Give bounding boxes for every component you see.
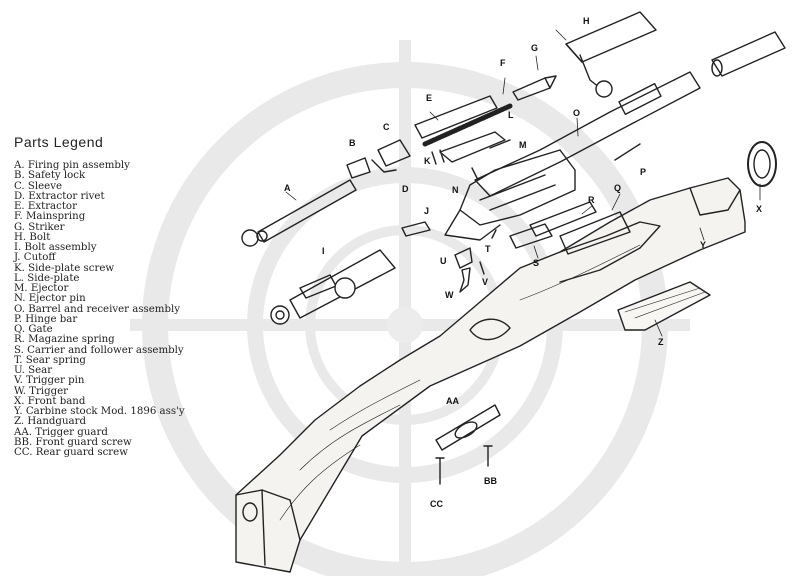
legend-item: B. Safety lock	[14, 170, 86, 182]
legend-item: K. Side-plate screw	[14, 262, 115, 274]
part-cutoff	[401, 221, 431, 237]
callout-j: J	[424, 206, 429, 216]
legend-item: M. Ejector	[14, 283, 69, 294]
legend-item: D. Extractor rivet	[14, 190, 105, 202]
callout-aa: AA	[446, 396, 459, 406]
legend-item: R. Magazine spring	[14, 334, 115, 346]
legend-item: AA. Trigger guard	[14, 426, 108, 438]
legend-item: H. Bolt	[14, 231, 51, 243]
callout-d: D	[402, 184, 409, 194]
part-front-band	[747, 141, 777, 187]
part-extractor	[414, 95, 498, 139]
part-barrel-end	[711, 31, 786, 77]
callout-y: Y	[700, 240, 706, 250]
part-trigger-pin	[479, 261, 485, 275]
part-front-guard-screw	[483, 445, 493, 467]
legend-item: J. Cutoff	[14, 252, 56, 264]
callout-b: B	[349, 138, 356, 148]
legend-item: U. Sear	[14, 365, 53, 376]
legend-item: W. Trigger	[14, 385, 69, 397]
callout-r: R	[588, 195, 595, 205]
callout-p: P	[640, 167, 646, 177]
legend-item: E. Extractor	[14, 201, 77, 212]
legend-item: Z. Handguard	[14, 416, 86, 428]
part-trigger-guard	[435, 404, 501, 451]
legend-title: Parts Legend	[14, 134, 104, 150]
part-barrel-receiver	[444, 71, 701, 241]
callout-cc: CC	[430, 499, 443, 509]
legend-item: S. Carrier and follower assembly	[14, 344, 184, 356]
part-sear	[454, 247, 473, 269]
part-magazine-spring	[529, 201, 597, 237]
part-rear-guard-screw	[435, 457, 445, 485]
callout-n: N	[452, 185, 459, 195]
part-carbine-stock	[235, 177, 746, 573]
part-bolt	[565, 11, 657, 98]
legend-item: F. Mainspring	[14, 211, 86, 223]
legend-item: G. Striker	[14, 221, 65, 233]
callout-m: M	[519, 140, 527, 150]
part-hinge-bar	[614, 143, 641, 161]
legend-item: X. Front band	[14, 395, 86, 407]
callout-z: Z	[658, 337, 664, 347]
part-safety-lock	[346, 157, 371, 179]
part-bolt-assembly	[270, 249, 396, 325]
callout-q: Q	[614, 183, 621, 193]
legend-item: BB. Front guard screw	[14, 436, 132, 448]
callout-h: H	[583, 16, 590, 26]
callout-bb: BB	[484, 476, 497, 486]
callout-x: X	[756, 204, 762, 214]
part-gate	[559, 211, 631, 255]
part-carrier	[509, 223, 553, 249]
part-firing-pin	[241, 179, 357, 247]
callout-a: A	[284, 183, 291, 193]
legend-item: P. Hinge bar	[14, 313, 78, 325]
part-small-screws	[431, 139, 511, 181]
part-handguard	[617, 281, 711, 331]
part-mainspring	[422, 103, 513, 147]
legend-item: Q. Gate	[14, 324, 53, 335]
legend-item: L. Side-plate	[14, 272, 80, 284]
callout-k: K	[424, 156, 431, 166]
legend-item: T. Sear spring	[14, 354, 86, 366]
callout-g: G	[531, 43, 538, 53]
legend-item: N. Ejector pin	[14, 293, 86, 305]
legend-item: I. Bolt assembly	[14, 242, 97, 253]
legend-item: V. Trigger pin	[14, 375, 85, 387]
callout-u: U	[440, 256, 447, 266]
callout-s: S	[533, 258, 539, 268]
legend-item: C. Sleeve	[14, 180, 62, 192]
legend-item: O. Barrel and receiver assembly	[14, 303, 180, 315]
part-side-plate	[439, 131, 506, 163]
callout-l: L	[508, 110, 514, 120]
part-sleeve	[371, 139, 411, 173]
legend-item: CC. Rear guard screw	[14, 447, 128, 458]
part-sear-spring	[491, 229, 497, 239]
leader-lines	[285, 29, 761, 337]
callout-f: F	[500, 58, 506, 68]
callout-c: C	[383, 122, 390, 132]
part-striker	[512, 75, 557, 101]
callout-v: V	[482, 277, 488, 287]
callout-w: W	[445, 290, 454, 300]
legend-item: Y. Carbine stock Mod. 1896 ass'y	[14, 406, 185, 417]
part-trigger	[459, 267, 471, 293]
callout-e: E	[426, 93, 432, 103]
legend-item: A. Firing pin assembly	[14, 160, 130, 171]
callout-t: T	[485, 244, 491, 254]
callout-o: O	[573, 108, 580, 118]
callout-i: I	[322, 246, 325, 256]
